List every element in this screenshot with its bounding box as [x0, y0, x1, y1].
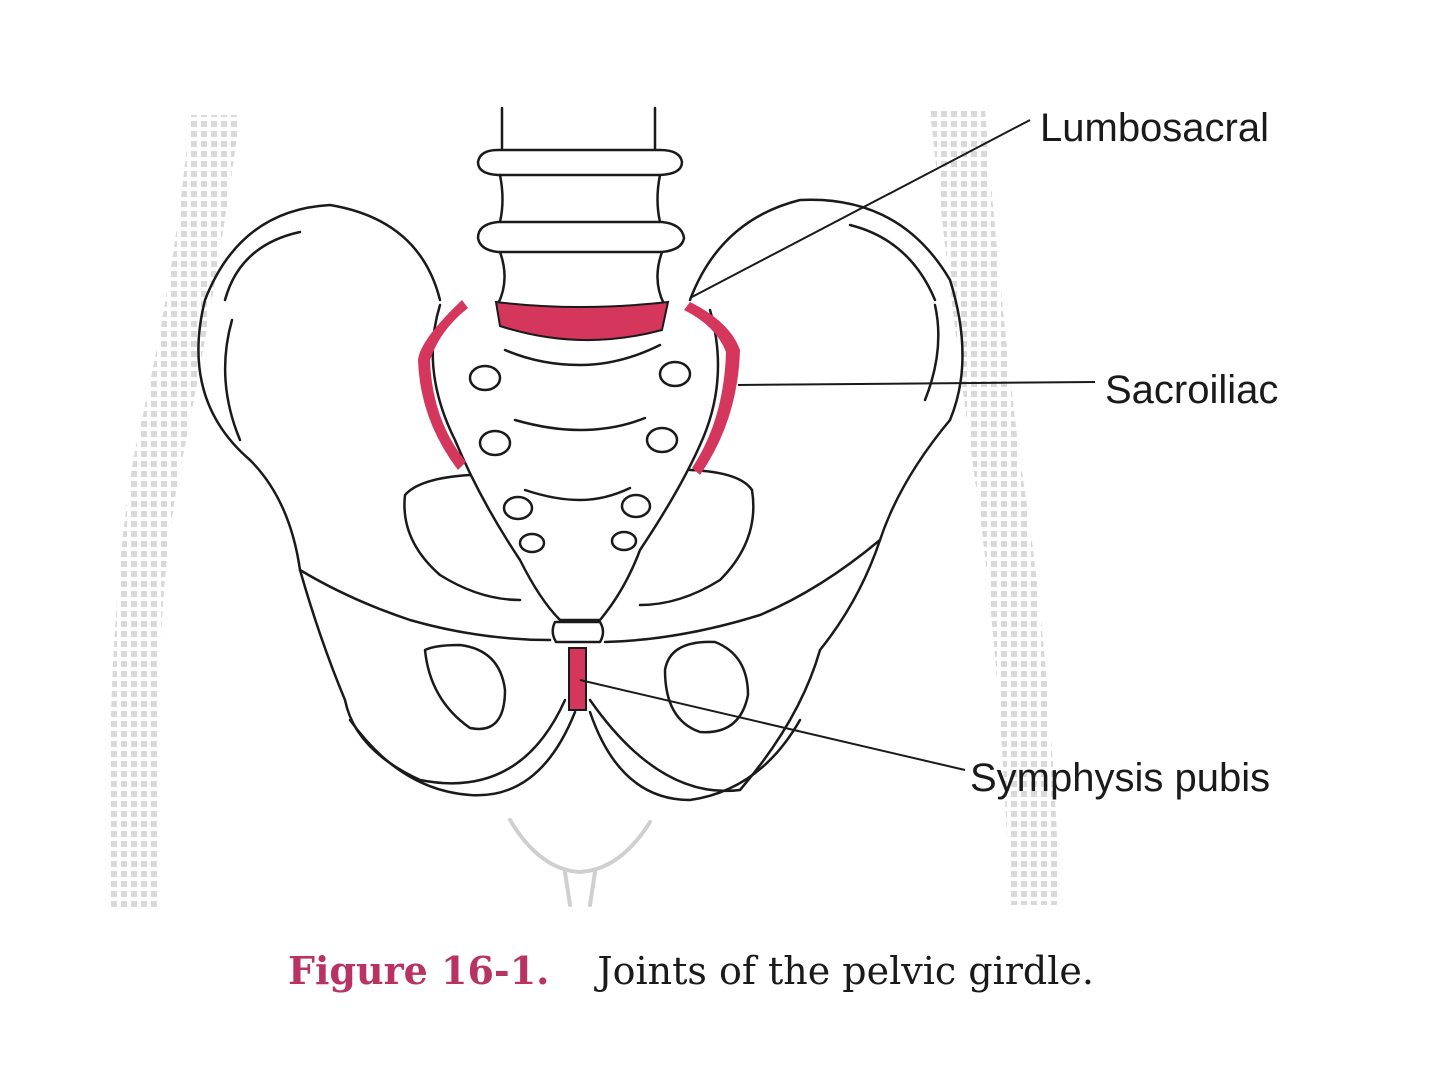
leader-lines: [579, 119, 1096, 771]
sacrum: [431, 303, 720, 644]
body-silhouette: [109, 110, 1060, 910]
right-ilium: [588, 198, 964, 793]
lumbosacral-joint: [494, 300, 670, 342]
caption-text: Joints of the pelvic girdle.: [597, 949, 1094, 993]
right-inlet: [638, 468, 755, 607]
lumbosacral-label: Lumbosacral: [1040, 106, 1270, 150]
caption-number: Figure 16-1.: [288, 948, 550, 993]
sacroiliac-label: Sacroiliac: [1105, 368, 1279, 412]
right-sacroiliac-joint: [684, 302, 740, 475]
symphysis-leader: [579, 679, 966, 771]
lumbosacral-leader: [689, 119, 1031, 299]
left-inlet: [403, 473, 522, 602]
left-ilium: [197, 203, 567, 785]
lumbar-vertebrae: [476, 106, 686, 306]
symphysis-pubis-joint: [568, 647, 587, 711]
symphysis-pubis-label: Symphysis pubis: [970, 756, 1271, 800]
lower-body-outline: [508, 818, 652, 874]
figure-caption: Figure 16-1. Joints of the pelvic girdle.: [288, 949, 1094, 993]
pubic-bones: [348, 710, 802, 802]
sacroiliac-leader: [737, 381, 1096, 386]
joints: [418, 300, 740, 711]
left-sacroiliac-joint: [418, 300, 468, 470]
lower-body-lines: [563, 870, 597, 907]
